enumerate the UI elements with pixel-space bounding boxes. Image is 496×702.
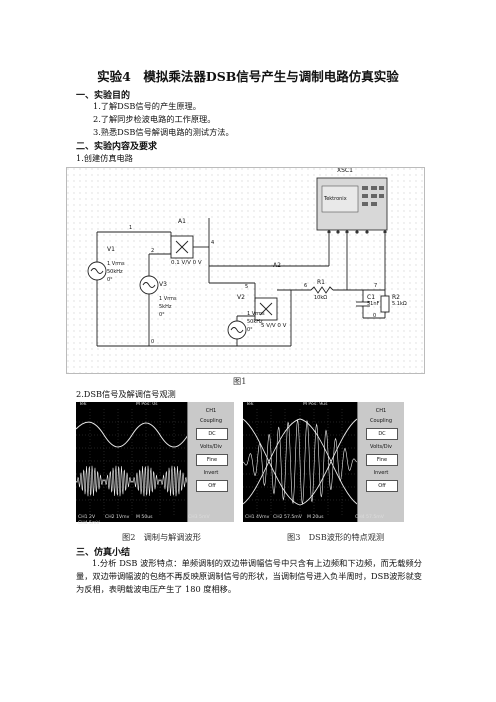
scope-2-position: M Pos: 9us — [303, 402, 328, 407]
v2-phase: 0° — [247, 327, 253, 333]
v3-amplitude: 1 Vrms — [159, 296, 177, 302]
node-label: 1 — [129, 225, 133, 231]
v1-name: V1 — [107, 246, 115, 253]
scope-2-voltsdiv-label: Volts/Div — [370, 444, 392, 450]
node-label: 0 — [151, 339, 155, 345]
scope-1-ch3: CH3 5mV — [188, 515, 210, 520]
scope-2-timebase: M 20us — [307, 515, 324, 520]
scope-1-brand: Tek — [79, 402, 87, 407]
scope-1-coupling-label: Coupling — [199, 418, 222, 424]
scope-screenshot-demod: CH1 Coupling DC Volts/Div Fine Invert Of… — [76, 402, 234, 526]
node-label: 6 — [304, 283, 308, 289]
objective-item: 2.了解同步检波电路的工作原理。 — [93, 114, 216, 124]
scope-1-invert-value[interactable]: Off — [196, 480, 228, 492]
r1-name: R1 — [317, 279, 325, 286]
figure-2-caption: 图2 调制与解调波形 — [122, 532, 201, 542]
v2-frequency: 50kHz — [247, 319, 263, 325]
v3-frequency: 5kHz — [159, 304, 172, 310]
node-label: 5 — [245, 284, 249, 290]
a1-label: A1 — [178, 218, 186, 225]
scope-1-voltsdiv-label: Volts/Div — [200, 444, 222, 450]
scope-1-voltsdiv-value[interactable]: Fine — [196, 454, 228, 466]
objective-item: 3.熟悉DSB信号解调电路的测试方法。 — [93, 127, 234, 137]
a2-gain: 5 V/V 0 V — [261, 323, 287, 329]
subsection-2-heading: 2.DSB信号及解调信号观测 — [76, 389, 176, 399]
node-label: 4 — [211, 240, 215, 246]
v2-name: V2 — [237, 294, 245, 301]
scope-2-coupling-value[interactable]: DC — [366, 428, 398, 440]
a2-label: A2 — [273, 262, 281, 269]
scope-screenshot-dsb: CH1 Coupling DC Volts/Div Fine Invert Of… — [243, 402, 404, 522]
scope-2-invert-value[interactable]: Off — [366, 480, 398, 492]
summary-paragraph: 1.分析 DSB 波形特点：单频调制的双边带调幅信号中只含有上边频和下边频，而无… — [76, 558, 422, 594]
a1-gain: 0.1 V/V 0 V — [171, 260, 202, 266]
scope-2-menu-panel: CH1 Coupling DC Volts/Div Fine Invert Of… — [357, 402, 404, 522]
r2-value: 5.1kΩ — [392, 301, 407, 307]
c1-value: 51nF — [367, 301, 380, 307]
scope-2-ch1: CH1 4Vmv — [245, 515, 270, 520]
scope-2-ch2: CH2 57.5mV — [273, 515, 302, 520]
r2-name: R2 — [392, 294, 400, 301]
scope-1-channel: CH1 — [205, 408, 217, 414]
scope-label: XSC1 — [337, 167, 353, 174]
v3-phase: 0° — [159, 312, 165, 318]
v1-phase: 0° — [107, 277, 113, 283]
objective-item: 1.了解DSB信号的产生原理。 — [93, 101, 201, 111]
scope-2-invert-label: Invert — [373, 470, 389, 476]
circuit-schematic: XSC1 Tektronix A1 0.1 V/V 0 V A2 5 V/V 0… — [66, 167, 425, 374]
section-3-heading: 三、仿真小结 — [76, 548, 131, 558]
scope-1-ch2: CH2 1Vmv — [105, 515, 130, 520]
scope-1-ch1: CH1 2V — [78, 515, 96, 520]
scope-brand: Tektronix — [324, 196, 347, 202]
scope-2-channel: CH1 — [375, 408, 387, 414]
section-1-heading: 一、实验目的 — [76, 91, 131, 101]
scope-1-menu-panel: CH1 Coupling DC Volts/Div Fine Invert Of… — [187, 402, 234, 522]
scope-2-brand: Tek — [246, 402, 254, 407]
scope-2-ch4: CH4 57.5mV — [355, 515, 384, 520]
figure-1-caption: 图1 — [233, 376, 247, 386]
c1-name: C1 — [367, 294, 376, 301]
node-label: 2 — [151, 248, 155, 254]
subsection-1-heading: 1.创建仿真电路 — [76, 153, 133, 163]
scope-2-voltsdiv-value[interactable]: Fine — [366, 454, 398, 466]
node-label: 7 — [374, 283, 378, 289]
figure-3-caption: 图3 DSB波形的特点观测 — [287, 532, 385, 542]
scope-1-invert-label: Invert — [203, 470, 219, 476]
v2-amplitude: 1 Vrms — [247, 311, 265, 317]
v1-amplitude: 1 Vrms — [107, 261, 125, 267]
scope-1-position: M Pos: 0s — [136, 402, 158, 407]
node-label: 0 — [373, 313, 377, 319]
scope-2-coupling-label: Coupling — [369, 418, 392, 424]
scope-1-ch4: CH4 5mV — [78, 521, 100, 526]
v1-frequency: 50kHz — [107, 269, 123, 275]
scope-1-timebase: M 50us — [136, 515, 153, 520]
v3-name: V3 — [159, 281, 167, 288]
section-2-heading: 二、实验内容及要求 — [76, 142, 158, 152]
scope-1-coupling-value[interactable]: DC — [196, 428, 228, 440]
page-title: 实验4 模拟乘法器DSB信号产生与调制电路仿真实验 — [97, 69, 399, 84]
r1-value: 10kΩ — [314, 295, 328, 301]
